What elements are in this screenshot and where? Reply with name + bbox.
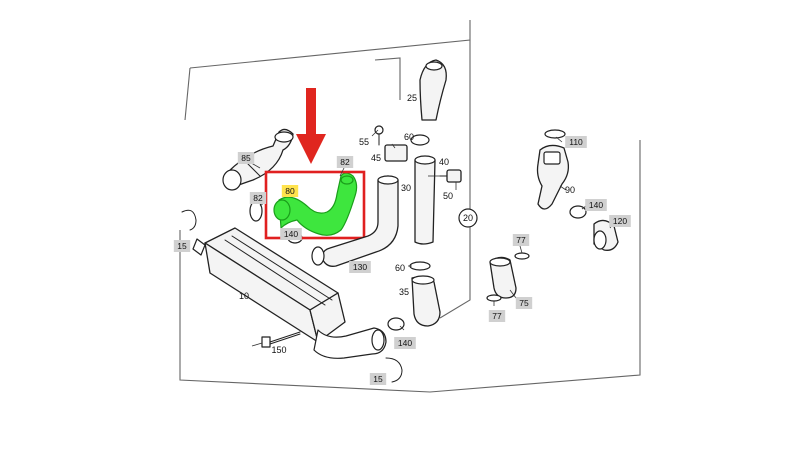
sensor-40 bbox=[439, 169, 462, 183]
hose-75 bbox=[489, 256, 517, 299]
bolt bbox=[261, 331, 301, 348]
callout-c130: 130 bbox=[349, 261, 371, 273]
callout-c120: 120 bbox=[609, 215, 631, 227]
callout-text: 110 bbox=[569, 137, 583, 147]
callout-text: 80 bbox=[285, 186, 295, 196]
reference-circle-20 bbox=[458, 208, 478, 228]
callout-box bbox=[173, 240, 191, 252]
callout-c30: 30 bbox=[401, 183, 411, 193]
o-ring-77-bottom bbox=[486, 294, 502, 302]
charge-air-hose-80 bbox=[273, 172, 358, 236]
sensor-45 bbox=[374, 125, 408, 162]
callout-text: 90 bbox=[565, 185, 575, 195]
callout-c40: 40 bbox=[439, 157, 449, 167]
callout-text: 25 bbox=[407, 93, 417, 103]
callout-c140a: 140 bbox=[280, 228, 302, 240]
pipe-35 bbox=[411, 275, 441, 327]
callout-text: 10 bbox=[239, 291, 249, 301]
callout-c140c: 140 bbox=[585, 199, 607, 211]
callout-c15a: 15 bbox=[173, 240, 191, 252]
callout-box bbox=[280, 228, 302, 240]
callout-c10: 10 bbox=[239, 291, 249, 301]
callout-text: 82 bbox=[340, 157, 350, 167]
callout-c150: 150 bbox=[271, 345, 286, 355]
callout-box bbox=[515, 297, 533, 309]
callout-text: 30 bbox=[401, 183, 411, 193]
callout-text: 45 bbox=[371, 153, 381, 163]
callout-c55: 55 bbox=[359, 137, 369, 147]
callout-c110: 110 bbox=[565, 136, 587, 148]
callout-text: 15 bbox=[177, 241, 187, 251]
callout-box bbox=[249, 192, 267, 204]
callout-text: 85 bbox=[241, 153, 251, 163]
clip-15-bottom bbox=[385, 357, 403, 383]
callout-text: 35 bbox=[399, 287, 409, 297]
callout-box bbox=[512, 234, 530, 246]
callout-box bbox=[349, 261, 371, 273]
callout-box bbox=[237, 152, 255, 164]
callout-text: 77 bbox=[492, 311, 502, 321]
callout-c45: 45 bbox=[371, 153, 381, 163]
o-ring-110 bbox=[544, 129, 566, 139]
engine-bay-outline bbox=[179, 20, 641, 393]
callout-text: 140 bbox=[589, 200, 603, 210]
o-ring-77-top bbox=[514, 252, 530, 260]
callout-text: 75 bbox=[519, 298, 529, 308]
callout-c60a: 60 bbox=[404, 132, 414, 142]
callout-c20: 20 bbox=[463, 213, 473, 223]
callout-c85a: 85 bbox=[237, 152, 255, 164]
pipe-30 bbox=[410, 134, 436, 245]
callout-box bbox=[585, 199, 607, 211]
callout-c15b: 15 bbox=[369, 373, 387, 385]
elbow-120 bbox=[593, 219, 619, 251]
callout-text: 150 bbox=[271, 345, 286, 355]
callout-text: 40 bbox=[439, 157, 449, 167]
pipe-25 bbox=[419, 59, 447, 121]
callout-c25: 25 bbox=[407, 93, 417, 103]
callout-text: 140 bbox=[284, 229, 298, 239]
callout-text: 130 bbox=[353, 262, 367, 272]
callout-box bbox=[565, 136, 587, 148]
callout-text: 15 bbox=[373, 374, 383, 384]
callout-c50: 50 bbox=[443, 191, 453, 201]
housing-90 bbox=[536, 144, 570, 210]
callout-text: 50 bbox=[443, 191, 453, 201]
callout-text: 82 bbox=[253, 193, 263, 203]
callout-box bbox=[369, 373, 387, 385]
clip-15-left bbox=[181, 209, 197, 231]
callout-box bbox=[609, 215, 631, 227]
callout-c140b: 140 bbox=[394, 337, 416, 349]
callout-text: 60 bbox=[395, 263, 405, 273]
clamp-60-lower bbox=[409, 261, 431, 271]
callout-text: 140 bbox=[398, 338, 412, 348]
red-arrow-icon bbox=[296, 88, 326, 164]
highlight-frame bbox=[264, 170, 366, 240]
callout-box bbox=[488, 310, 506, 322]
callout-text: 55 bbox=[359, 137, 369, 147]
callout-c90: 90 bbox=[565, 185, 575, 195]
callout-c82b: 82 bbox=[249, 192, 267, 204]
callout-c60b: 60 bbox=[395, 263, 405, 273]
callout-box bbox=[336, 156, 354, 168]
callout-text: 77 bbox=[516, 235, 526, 245]
callout-c77a: 77 bbox=[512, 234, 530, 246]
callout-c82a: 82 bbox=[336, 156, 354, 168]
callout-c80: 80 bbox=[281, 185, 299, 197]
callout-text: 120 bbox=[613, 216, 627, 226]
hose-85 bbox=[222, 128, 294, 191]
callout-c77b: 77 bbox=[488, 310, 506, 322]
hose-130 bbox=[311, 175, 399, 267]
callout-text: 20 bbox=[463, 213, 473, 223]
callout-c35: 35 bbox=[399, 287, 409, 297]
callout-c75: 75 bbox=[515, 297, 533, 309]
intercooler bbox=[192, 227, 387, 359]
callout-box bbox=[281, 185, 299, 197]
clamp-140-bottom bbox=[387, 317, 405, 331]
callout-box bbox=[394, 337, 416, 349]
callout-text: 60 bbox=[404, 132, 414, 142]
